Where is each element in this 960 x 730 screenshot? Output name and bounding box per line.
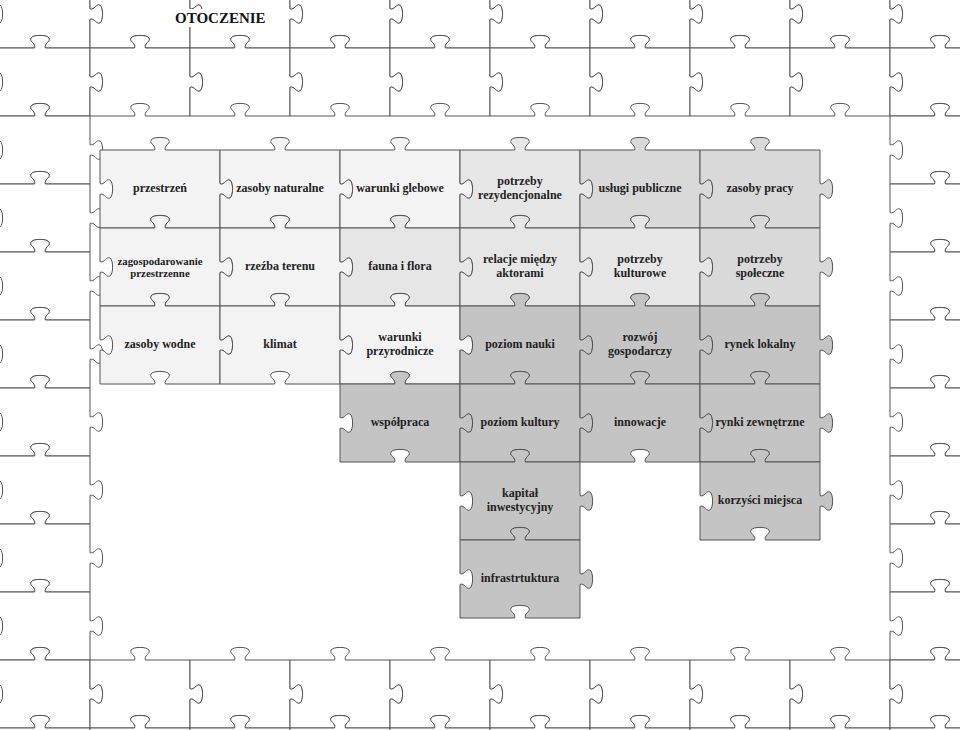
frame-piece bbox=[890, 511, 960, 592]
frame-piece bbox=[890, 579, 960, 660]
frame-piece bbox=[0, 511, 103, 592]
puzzle-piece: klimat bbox=[220, 306, 340, 384]
piece-shape bbox=[460, 449, 593, 540]
frame-piece bbox=[0, 443, 103, 524]
puzzle-piece: innowacje bbox=[580, 384, 700, 462]
piece-shape bbox=[580, 137, 713, 228]
piece-shape bbox=[460, 527, 593, 618]
frame-piece bbox=[490, 715, 603, 730]
puzzle-piece: współpraca bbox=[340, 384, 460, 462]
frame-piece bbox=[890, 375, 960, 456]
piece-label: poziom nauki bbox=[475, 338, 565, 352]
piece-shape bbox=[100, 215, 233, 306]
frame-piece bbox=[490, 35, 603, 116]
piece-label: zagospodarowanie przestrzenne bbox=[115, 255, 205, 280]
piece-shape bbox=[220, 293, 353, 384]
piece-label: korzyści miejsca bbox=[715, 494, 805, 508]
piece-shape bbox=[460, 371, 593, 462]
piece-label: zasoby wodne bbox=[115, 338, 205, 352]
piece-label: kapitał inwestycyjny bbox=[475, 487, 565, 515]
piece-label: fauna i flora bbox=[355, 260, 445, 274]
frame-piece bbox=[890, 307, 960, 388]
frame-piece bbox=[890, 103, 960, 184]
piece-label: rozwój gospodarczy bbox=[595, 331, 685, 359]
piece-label: rzeźba terenu bbox=[235, 260, 325, 274]
piece-shape bbox=[580, 293, 713, 384]
frame-piece bbox=[890, 715, 960, 730]
frame-piece bbox=[790, 715, 903, 730]
piece-shape bbox=[340, 215, 473, 306]
frame-piece bbox=[690, 35, 803, 116]
frame-piece bbox=[890, 239, 960, 320]
frame-piece bbox=[290, 715, 403, 730]
frame-piece bbox=[90, 715, 203, 730]
frame-piece bbox=[0, 375, 103, 456]
frame-piece bbox=[0, 715, 103, 730]
puzzle-piece: infrastrtuktura bbox=[460, 540, 580, 618]
frame-piece bbox=[390, 715, 503, 730]
piece-label: relacje między aktorami bbox=[475, 253, 565, 281]
puzzle-piece: korzyści miejsca bbox=[700, 462, 820, 540]
frame-piece bbox=[90, 35, 203, 116]
piece-label: warunki przyrodnicze bbox=[355, 331, 445, 359]
piece-label: współpraca bbox=[355, 416, 445, 430]
frame-piece bbox=[0, 307, 103, 388]
piece-shape bbox=[700, 293, 833, 384]
puzzle-piece: zasoby wodne bbox=[100, 306, 220, 384]
frame-piece bbox=[0, 0, 103, 48]
frame-piece bbox=[0, 171, 103, 252]
frame-piece bbox=[890, 443, 960, 524]
piece-label: potrzeby rezydencjonalne bbox=[475, 175, 565, 203]
label-holder: OTOCZENIE bbox=[172, 9, 269, 27]
piece-shape bbox=[700, 371, 833, 462]
piece-shape bbox=[340, 371, 473, 462]
piece-label: innowacje bbox=[595, 416, 685, 430]
piece-shape bbox=[100, 293, 233, 384]
frame-piece bbox=[890, 171, 960, 252]
piece-shape bbox=[340, 293, 473, 384]
piece-shape bbox=[700, 215, 833, 306]
piece-label: rynki zewnętrzne bbox=[715, 416, 805, 430]
piece-shape bbox=[700, 449, 833, 540]
piece-shape bbox=[220, 215, 353, 306]
piece-shape bbox=[460, 215, 593, 306]
frame-label: OTOCZENIE bbox=[172, 9, 269, 27]
piece-label: zasoby naturalne bbox=[235, 182, 325, 196]
frame-piece bbox=[590, 35, 703, 116]
frame-piece bbox=[0, 579, 103, 660]
piece-shape bbox=[100, 137, 233, 228]
frame-piece bbox=[390, 35, 503, 116]
piece-shape bbox=[580, 371, 713, 462]
piece-label: rynek lokalny bbox=[715, 338, 805, 352]
piece-label: poziom kultury bbox=[475, 416, 565, 430]
piece-label: warunki glebowe bbox=[355, 182, 445, 196]
piece-shape bbox=[700, 137, 833, 228]
frame-piece bbox=[190, 715, 303, 730]
frame-piece bbox=[890, 647, 960, 728]
frame-piece bbox=[290, 35, 403, 116]
piece-shape bbox=[340, 137, 473, 228]
piece-label: klimat bbox=[235, 338, 325, 352]
piece-label: usługi publiczne bbox=[595, 182, 685, 196]
piece-label: zasoby pracy bbox=[715, 182, 805, 196]
frame-piece bbox=[0, 647, 103, 728]
frame-piece bbox=[0, 35, 103, 116]
piece-shape bbox=[220, 137, 353, 228]
frame-piece bbox=[690, 715, 803, 730]
frame-piece bbox=[890, 35, 960, 116]
frame-piece bbox=[0, 239, 103, 320]
frame-piece bbox=[790, 35, 903, 116]
frame-piece bbox=[190, 35, 303, 116]
piece-shape bbox=[460, 293, 593, 384]
piece-label: infrastrtuktura bbox=[475, 572, 565, 586]
frame-piece bbox=[0, 103, 103, 184]
piece-label: przestrzeń bbox=[115, 182, 205, 196]
piece-shape bbox=[580, 215, 713, 306]
frame-piece bbox=[890, 0, 960, 48]
piece-label: potrzeby kulturowe bbox=[595, 253, 685, 281]
frame-piece bbox=[590, 715, 703, 730]
piece-label: potrzeby społeczne bbox=[715, 253, 805, 281]
piece-shape bbox=[460, 137, 593, 228]
